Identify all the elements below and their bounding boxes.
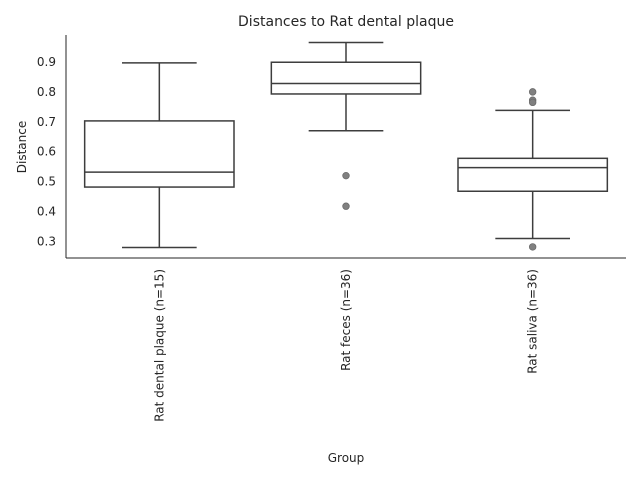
outlier-point <box>528 243 537 251</box>
y-tick-label: 0.9 <box>37 55 56 69</box>
y-tick-label: 0.8 <box>37 85 56 99</box>
box-iqr <box>270 61 422 95</box>
outlier-point <box>528 98 537 107</box>
x-tick-label: Rat saliva (n=36) <box>526 269 540 374</box>
chart-title: Distances to Rat dental plaque <box>238 14 454 30</box>
y-tick-label: 0.3 <box>37 235 56 249</box>
x-tick-label: Rat feces (n=36) <box>339 269 353 371</box>
y-axis-ticks: 0.3 0.4 0.5 0.6 0.7 0.8 0.9 <box>37 55 56 249</box>
y-tick-label: 0.6 <box>37 145 56 159</box>
outlier-point <box>528 88 537 96</box>
y-tick-label: 0.4 <box>37 205 56 219</box>
box-iqr <box>457 157 609 192</box>
axes <box>65 35 626 259</box>
x-axis-label: Group <box>328 451 365 465</box>
box-iqr <box>83 120 235 188</box>
box-group <box>83 62 235 249</box>
y-tick-label: 0.7 <box>37 115 56 129</box>
y-tick-label: 0.5 <box>37 175 56 189</box>
outlier-point <box>342 202 350 210</box>
boxes <box>83 41 609 251</box>
x-tick-label: Rat dental plaque (n=15) <box>152 269 166 422</box>
x-axis-ticks: Rat dental plaque (n=15) Rat feces (n=36)… <box>152 269 539 422</box>
outlier-point <box>342 171 350 180</box>
y-axis-label: Distance <box>15 121 29 173</box>
box-group <box>457 88 609 251</box>
box-group <box>270 41 422 210</box>
